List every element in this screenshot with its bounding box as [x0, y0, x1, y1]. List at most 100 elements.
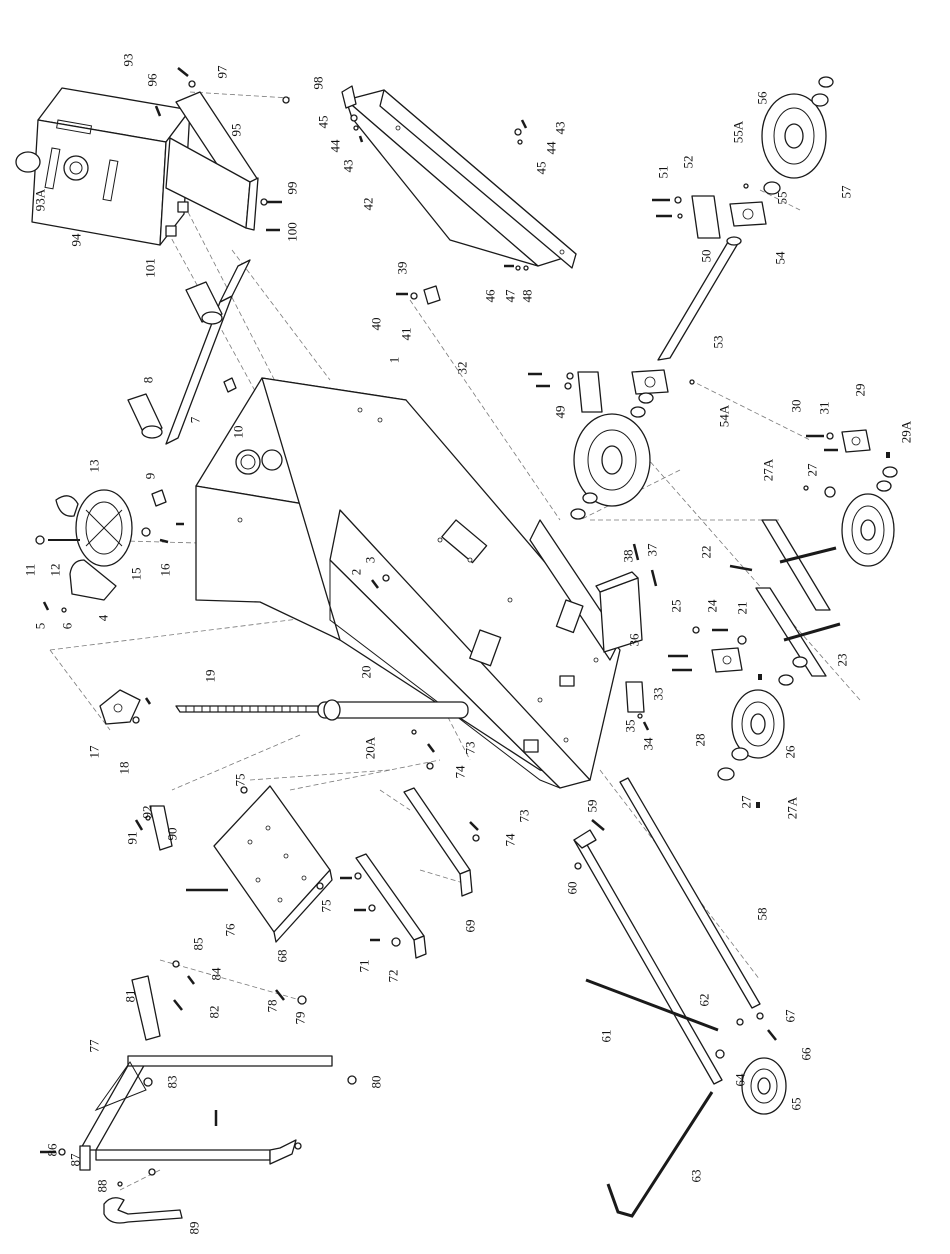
callout-10: 10: [231, 426, 246, 439]
callout-18: 18: [117, 762, 132, 775]
callout-34: 34: [641, 737, 656, 751]
callout-39: 39: [395, 262, 410, 275]
callout-75: 75: [319, 900, 334, 913]
callout-65: 65: [789, 1098, 804, 1111]
callout-48: 48: [520, 290, 535, 303]
callout-49: 49: [553, 406, 568, 419]
callout-29: 29: [853, 384, 868, 397]
callout-28: 28: [693, 734, 708, 747]
lever-90: [149, 805, 173, 851]
callout-30: 30: [789, 400, 804, 413]
callout-20a: 20A: [363, 736, 378, 759]
base-plate-68: [213, 785, 333, 943]
callout-43: 43: [341, 160, 356, 173]
bracket-plate-95: [165, 91, 259, 237]
callout-98: 98: [311, 77, 326, 90]
callout-labels: 939697989593A949910010145444342434445394…: [23, 54, 914, 1235]
callout-56: 56: [755, 91, 770, 105]
callout-75: 75: [233, 774, 248, 787]
callout-64: 64: [733, 1073, 748, 1087]
main-frame-1: [195, 377, 621, 789]
callout-15: 15: [129, 568, 144, 581]
callout-20: 20: [359, 666, 374, 679]
callout-38: 38: [621, 550, 636, 563]
handle-bracket-4: [69, 559, 117, 601]
callout-8: 8: [141, 377, 156, 384]
callout-37: 37: [645, 543, 660, 557]
callout-58: 58: [755, 908, 770, 921]
callout-93a: 93A: [33, 188, 48, 211]
axle-53: [657, 236, 742, 361]
callout-31: 31: [817, 402, 832, 415]
callout-78: 78: [265, 1000, 280, 1013]
callout-45: 45: [534, 162, 549, 175]
callout-85: 85: [191, 938, 206, 951]
callout-54a: 54A: [717, 404, 732, 427]
axle-block-54: [631, 201, 767, 395]
callout-32: 32: [455, 362, 470, 375]
callout-73: 73: [517, 810, 532, 823]
wrench-89: [103, 1197, 183, 1224]
callout-36: 36: [627, 633, 642, 647]
callout-25: 25: [669, 600, 684, 613]
callout-45: 45: [316, 116, 331, 129]
callout-74: 74: [453, 765, 468, 779]
callout-60: 60: [565, 882, 580, 895]
callout-43: 43: [553, 122, 568, 135]
callout-68: 68: [275, 950, 290, 963]
callout-29a: 29A: [899, 420, 914, 443]
callout-71: 71: [357, 960, 372, 973]
callout-19: 19: [203, 670, 218, 683]
bracket-81: [131, 975, 161, 1041]
callout-44: 44: [328, 139, 343, 153]
callout-12: 12: [48, 564, 63, 577]
callout-74: 74: [503, 833, 518, 847]
callout-47: 47: [503, 289, 518, 303]
wheel-57: [761, 76, 834, 195]
callout-41: 41: [399, 328, 414, 341]
block-29: [841, 429, 871, 453]
callout-24: 24: [705, 599, 720, 613]
callout-84: 84: [209, 967, 224, 981]
callout-17: 17: [87, 745, 102, 759]
callout-13: 13: [87, 460, 102, 473]
callout-57: 57: [839, 185, 854, 199]
mount-bracket-49: [577, 371, 603, 413]
callout-79: 79: [293, 1012, 308, 1025]
bracket-36: [595, 571, 643, 653]
caster-frame-23: [755, 519, 841, 686]
callout-52: 52: [681, 156, 696, 169]
callout-88: 88: [95, 1180, 110, 1193]
callout-40: 40: [369, 318, 384, 331]
callout-97: 97: [215, 65, 230, 79]
callout-83: 83: [165, 1076, 180, 1089]
callout-67: 67: [783, 1009, 798, 1023]
callout-3: 3: [363, 557, 378, 564]
handle-tube-7: [165, 259, 251, 445]
callout-1: 1: [387, 357, 402, 364]
callout-55a: 55A: [731, 120, 746, 143]
callout-73: 73: [463, 742, 478, 755]
callout-92: 92: [140, 806, 155, 819]
callout-81: 81: [123, 990, 138, 1003]
pull-handle-63: [606, 1091, 714, 1218]
callout-50: 50: [699, 250, 714, 263]
bracket-33: [625, 681, 645, 713]
motor-cap-93A: [15, 151, 41, 173]
callout-7: 7: [188, 416, 203, 423]
callout-4: 4: [96, 614, 111, 621]
callout-99: 99: [285, 182, 300, 195]
callout-86: 86: [45, 1143, 60, 1157]
callout-9: 9: [143, 473, 158, 480]
callout-5: 5: [33, 623, 48, 630]
callout-22: 22: [699, 546, 714, 559]
u-frame-77: [79, 1055, 333, 1171]
callout-55: 55: [775, 192, 790, 205]
callout-62: 62: [697, 994, 712, 1007]
wheel-26: [717, 689, 785, 781]
callout-94: 94: [69, 233, 84, 247]
callout-27: 27: [805, 463, 820, 477]
block-24: [711, 647, 743, 673]
callout-51: 51: [656, 166, 671, 179]
